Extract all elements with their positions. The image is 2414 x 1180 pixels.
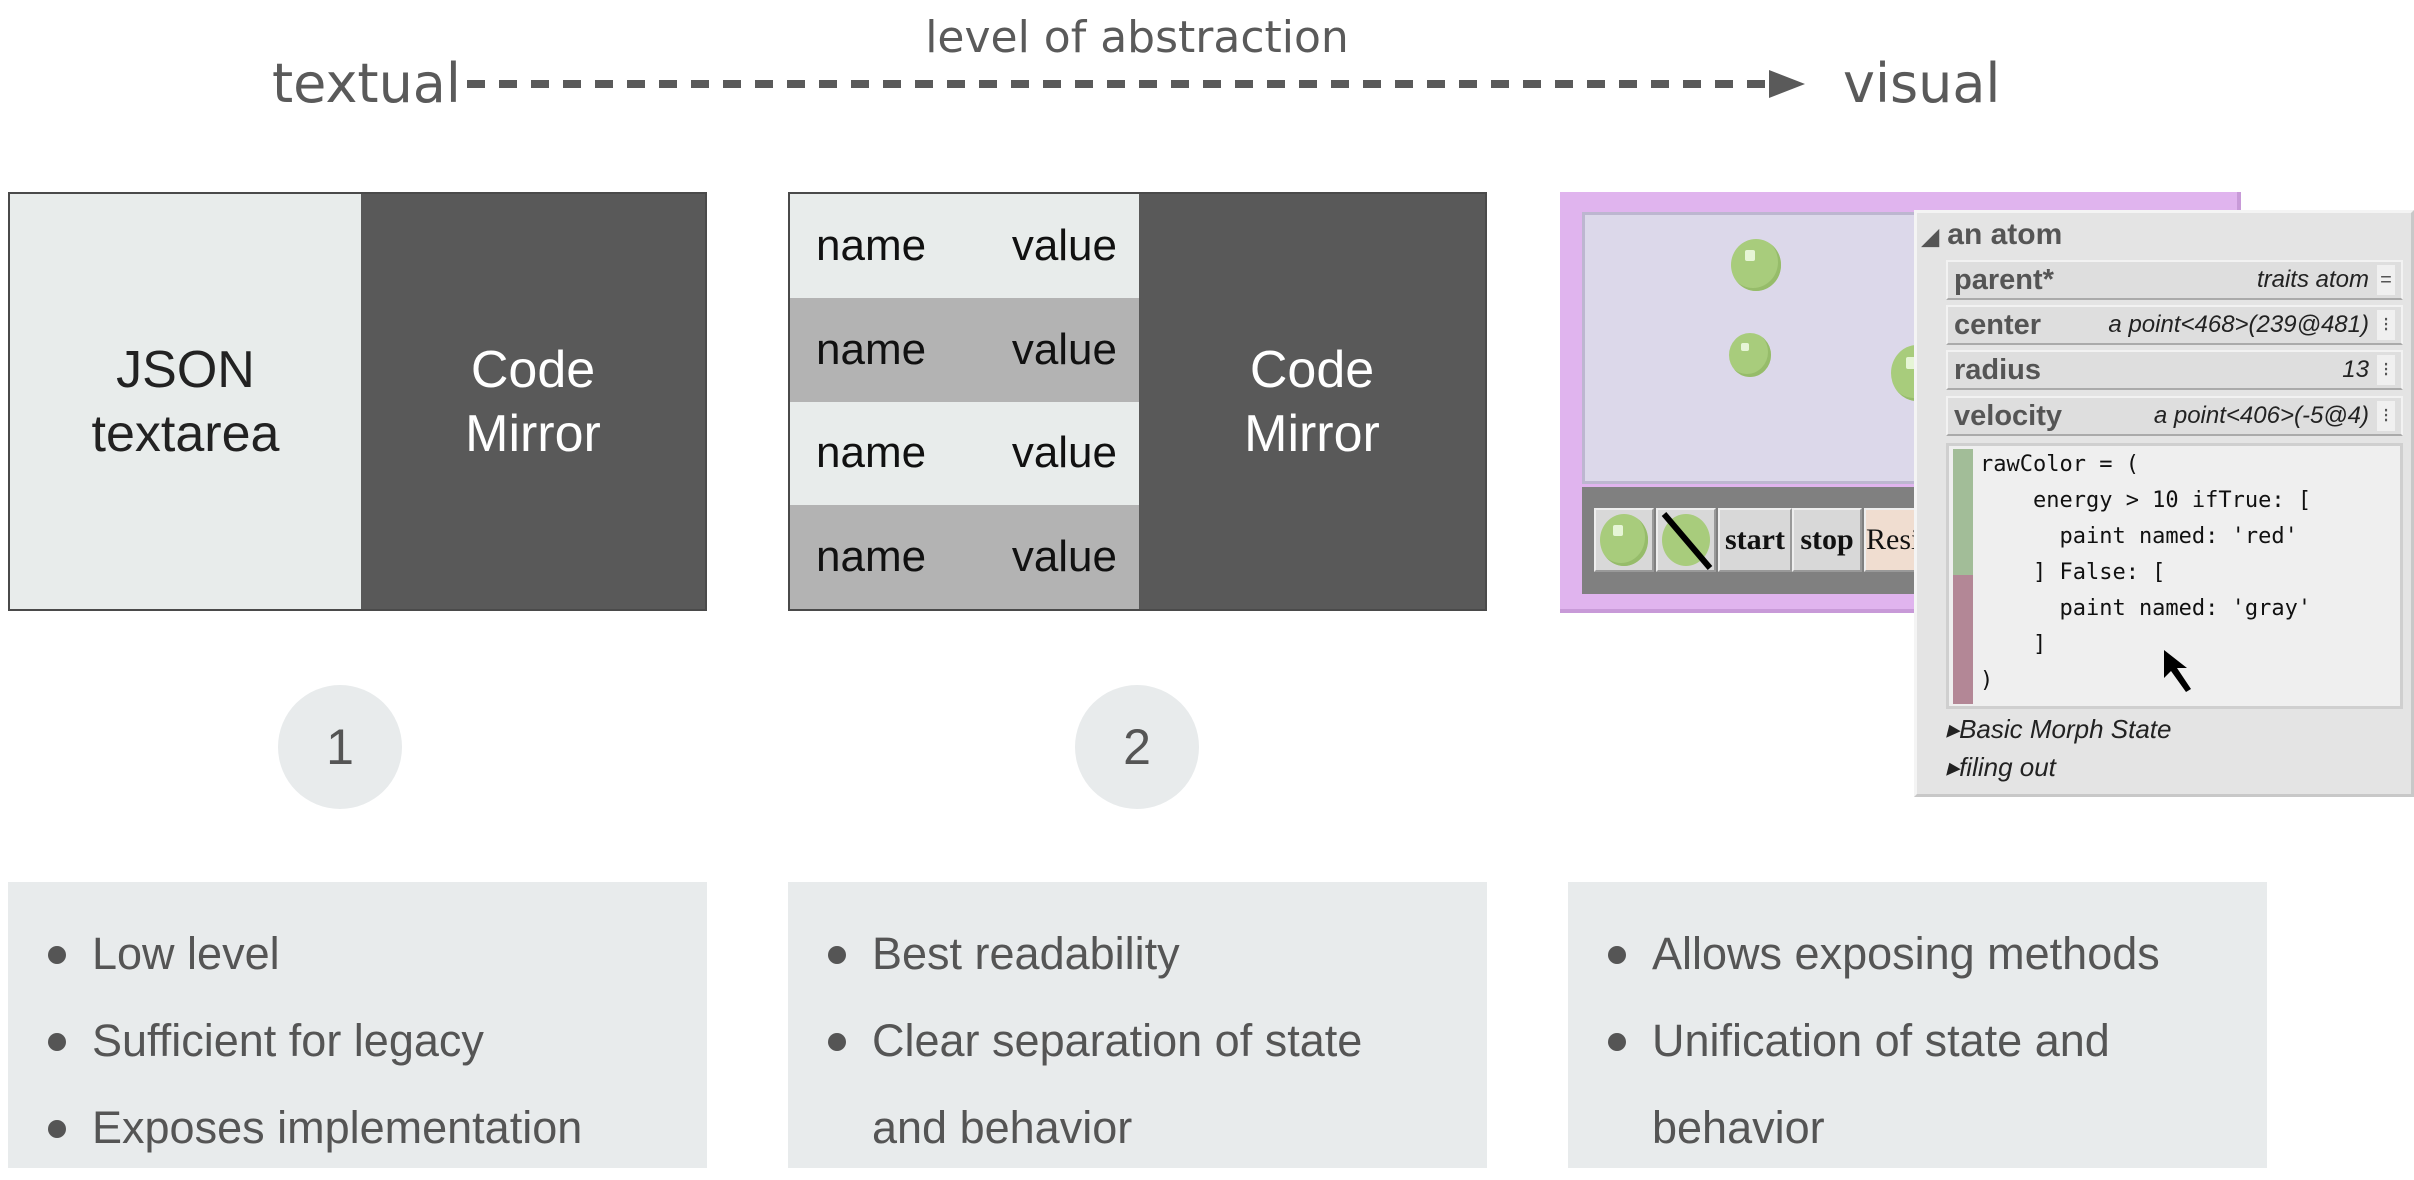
pros-cons-box-3: Allows exposing methods Unification of s… <box>1568 882 2267 1168</box>
code-line: ) <box>1980 668 1994 693</box>
remove-atom-button[interactable] <box>1656 508 1716 572</box>
kv-row: name value <box>790 505 1139 609</box>
code-line: ] <box>1980 632 2047 657</box>
json-textarea-panel: JSON textarea Code Mirror <box>8 192 707 611</box>
start-button[interactable]: start <box>1718 508 1792 572</box>
code-line: paint named: 'red' <box>1980 524 2298 549</box>
slot-value: traits atom <box>2256 266 2369 293</box>
codemirror-area: Code Mirror <box>1139 194 1485 609</box>
abstraction-axis-label: level of abstraction <box>925 12 1349 63</box>
dashed-arrow <box>467 70 1805 98</box>
kv-name: name <box>816 220 927 270</box>
ball-icon <box>1600 514 1648 566</box>
slot-velocity[interactable]: velocity a point<406>(-5@4) ⁝ <box>1946 396 2403 436</box>
slot-menu-button[interactable]: ⁝ <box>2377 401 2395 431</box>
kv-row: name value <box>790 401 1139 506</box>
mouse-cursor-icon <box>2164 650 2191 692</box>
bullet-item: Clear separation of state <box>828 997 1487 1084</box>
slot-parent[interactable]: parent* traits atom = <box>1946 260 2403 300</box>
slot-value: a point<406>(-5@4) <box>2153 402 2369 429</box>
code-line: paint named: 'gray' <box>1980 596 2312 621</box>
textual-label: textual <box>272 52 461 115</box>
kv-name: name <box>816 532 927 582</box>
method-editor[interactable] <box>1946 443 2403 709</box>
inspector-title-text: an atom <box>1947 218 2063 251</box>
code-line: energy > 10 ifTrue: [ <box>1980 488 2312 513</box>
bullet-continuation: and behavior <box>872 1102 1133 1153</box>
pros-cons-box-2: Best readability Clear separation of sta… <box>788 882 1487 1168</box>
slot-value: 13 <box>2342 356 2369 383</box>
kv-row: name value <box>790 194 1139 298</box>
collapse-triangle-icon[interactable]: ◢ <box>1922 224 1939 249</box>
bullet-item: Allows exposing methods <box>1608 910 2267 997</box>
code-line: rawColor = ( <box>1980 452 2139 477</box>
bullet-item: Sufficient for legacy <box>48 997 707 1084</box>
slot-menu-button[interactable]: ⁝ <box>2377 310 2395 340</box>
cancel-bar[interactable] <box>1953 575 1973 704</box>
slot-menu-button[interactable]: = <box>2377 265 2395 295</box>
category-basic-morph-state[interactable]: ▸Basic Morph State <box>1946 714 2172 744</box>
kv-name: name <box>816 428 927 478</box>
accept-bar[interactable] <box>1953 449 1973 575</box>
slot-name: velocity <box>1954 399 2062 432</box>
add-atom-button[interactable] <box>1594 508 1654 572</box>
category-label: filing out <box>1959 752 2056 782</box>
kv-value: value <box>1011 324 1117 374</box>
atom-ball <box>1731 239 1781 291</box>
category-label: Basic Morph State <box>1959 714 2172 744</box>
bullet-item: Exposes implementation <box>48 1084 707 1171</box>
slot-radius[interactable]: radius 13 ⁝ <box>1946 350 2403 390</box>
kv-name: name <box>816 324 927 374</box>
resize-button[interactable]: Resi <box>1864 508 1920 572</box>
code-line: ] False: [ <box>1980 560 2166 585</box>
json-textarea: JSON textarea <box>10 194 361 609</box>
bullet-item: Best readability <box>828 910 1487 997</box>
slot-name: parent* <box>1954 263 2054 296</box>
simulation-world <box>1582 212 1943 484</box>
kv-value: value <box>1011 220 1117 270</box>
atom-ball <box>1729 333 1771 377</box>
inspector-title[interactable]: ◢ an atom <box>1922 218 2062 252</box>
stop-button[interactable]: stop <box>1792 508 1862 572</box>
codemirror-area: Code Mirror <box>361 194 705 609</box>
bullet-item: Unification of state and <box>1608 997 2267 1084</box>
pros-cons-box-1: Low level Sufficient for legacy Exposes … <box>8 882 707 1168</box>
category-filing-out[interactable]: ▸filing out <box>1946 752 2056 782</box>
step-number-1: 1 <box>278 685 402 809</box>
slot-value: a point<468>(239@481) <box>2108 311 2369 338</box>
slot-name: center <box>1954 308 2042 341</box>
bullet-continuation: behavior <box>1652 1102 1825 1153</box>
slot-name: radius <box>1954 353 2042 386</box>
kv-value: value <box>1011 428 1117 478</box>
visual-label: visual <box>1843 52 2001 115</box>
slot-center[interactable]: center a point<468>(239@481) ⁝ <box>1946 305 2403 345</box>
step-number-2: 2 <box>1075 685 1199 809</box>
bullet-item: Low level <box>48 910 707 997</box>
strike-ball-icon <box>1661 512 1713 570</box>
kv-row: name value <box>790 297 1139 402</box>
slot-menu-button[interactable]: ⁝ <box>2377 355 2395 385</box>
kv-value: value <box>1011 532 1117 582</box>
